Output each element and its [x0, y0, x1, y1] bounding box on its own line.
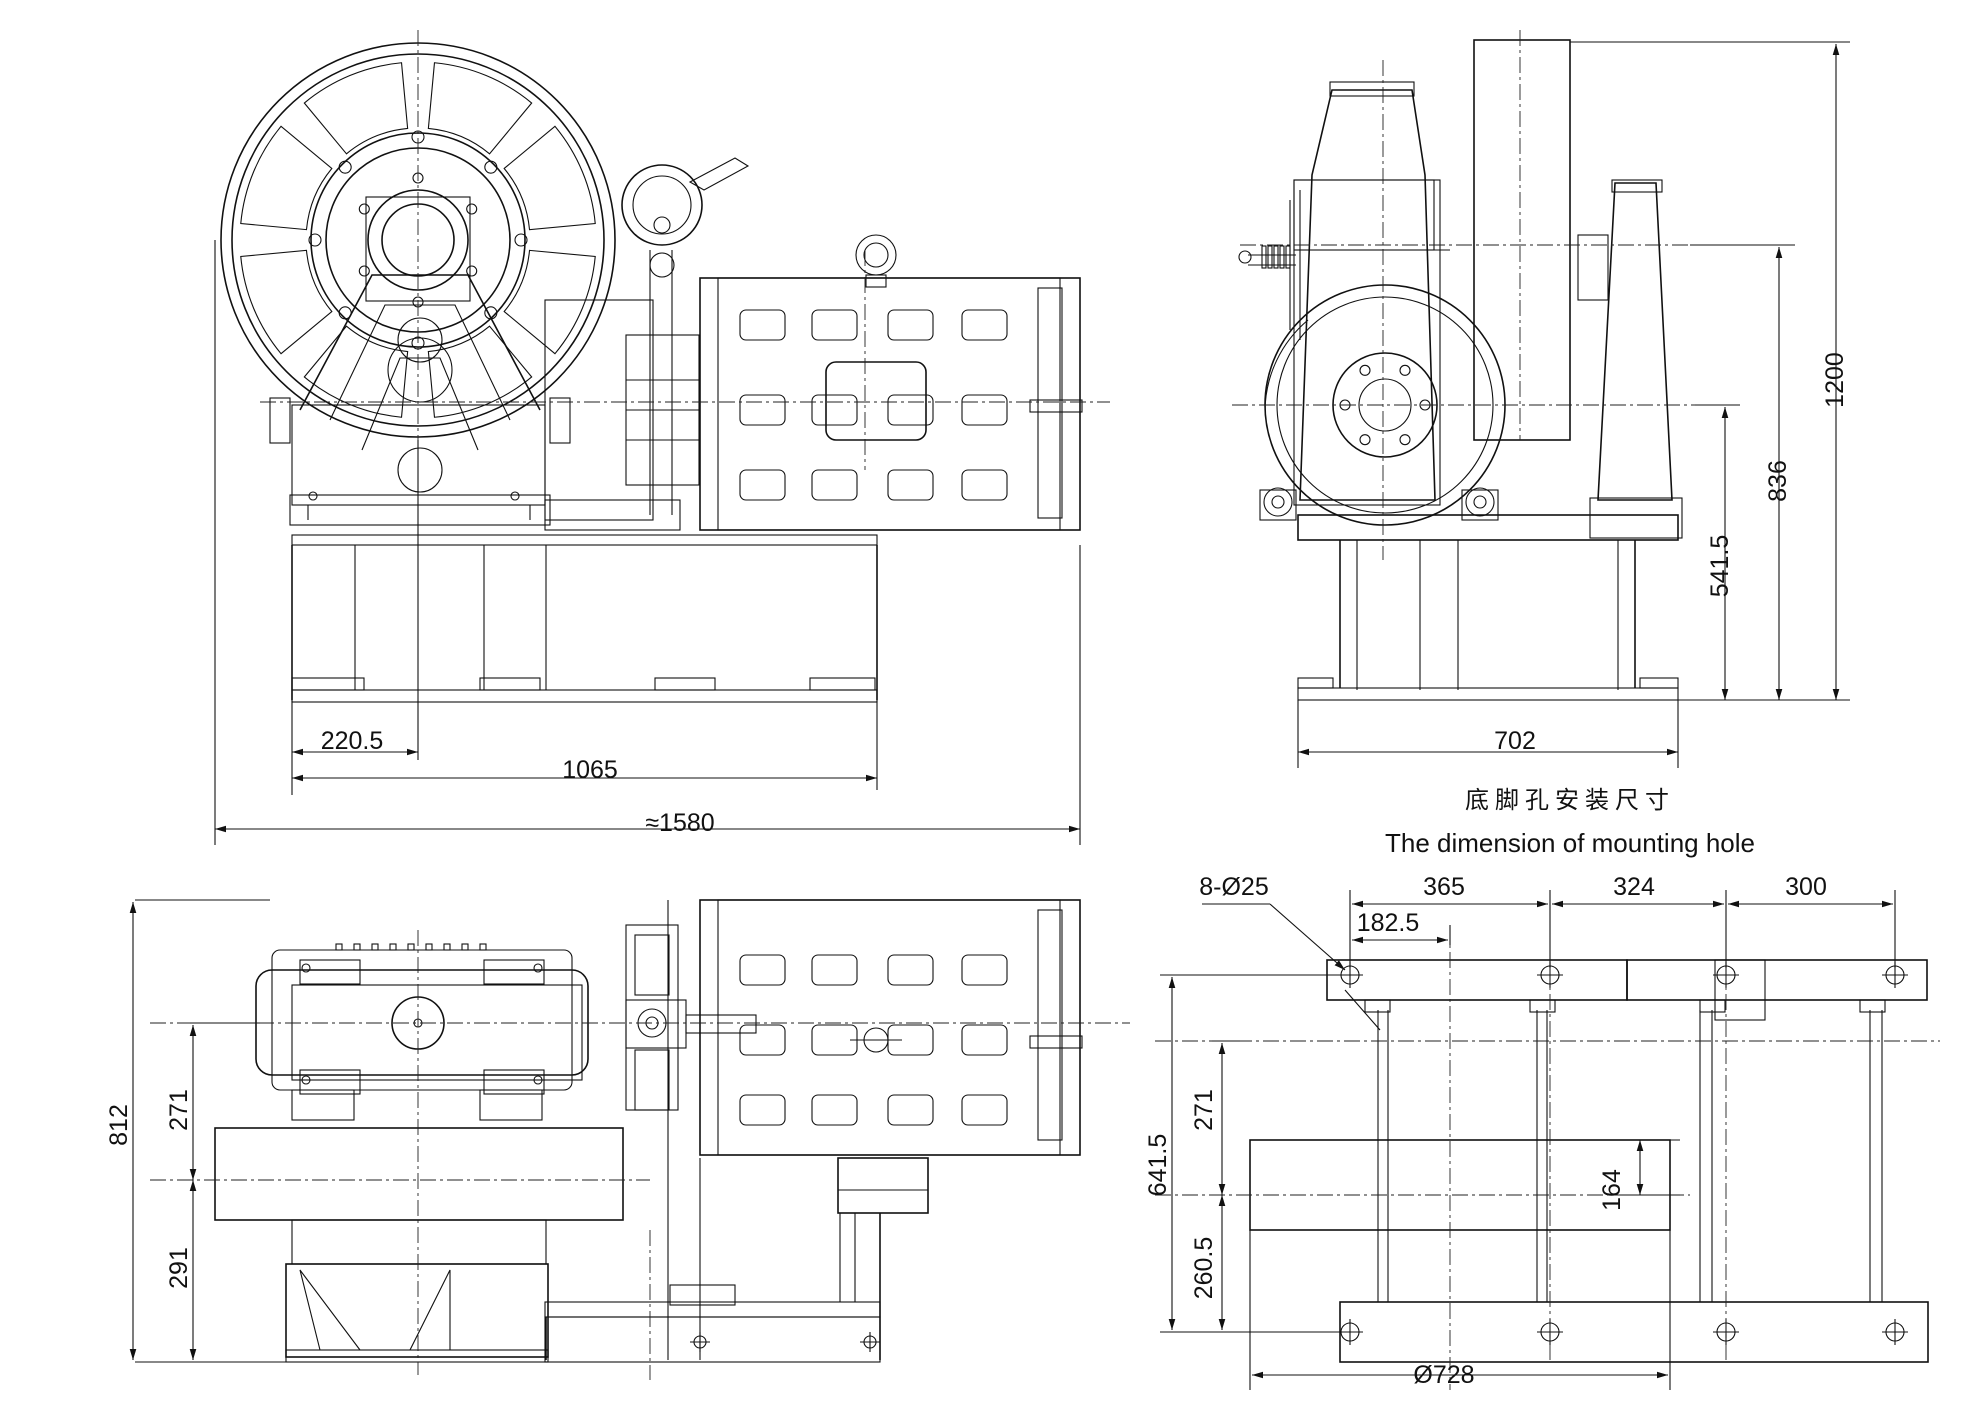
dim-hole-spec: 8-Ø25 — [1199, 873, 1268, 901]
plan-view — [129, 899, 1130, 1380]
dim-271-plan: 271 — [165, 1089, 193, 1131]
caption-english: The dimension of mounting hole — [1385, 828, 1755, 858]
side-view-dimensions: 702 1200 836 541.5 — [1494, 352, 1849, 755]
dim-271-mount: 271 — [1190, 1089, 1218, 1131]
dim-291: 291 — [165, 1247, 193, 1289]
dim-702: 702 — [1494, 727, 1536, 755]
dim-220-5: 220.5 — [321, 727, 384, 755]
mounting-plan-labels: 底脚孔安装尺寸 The dimension of mounting hole 8… — [1144, 787, 1827, 1389]
front-view — [214, 30, 1110, 845]
dim-164: 164 — [1598, 1169, 1626, 1211]
side-view — [1232, 30, 1850, 768]
dim-641-5: 641.5 — [1144, 1134, 1172, 1197]
dim-728: Ø728 — [1413, 1361, 1474, 1389]
dim-300: 300 — [1785, 873, 1827, 901]
dim-324: 324 — [1613, 873, 1655, 901]
mounting-plan — [1155, 890, 1940, 1390]
dim-836: 836 — [1764, 460, 1792, 502]
caption-chinese: 底脚孔安装尺寸 — [1465, 787, 1675, 814]
plan-view-dimensions: 812 271 291 — [105, 1089, 193, 1289]
dim-182-5: 182.5 — [1357, 909, 1420, 937]
dim-260-5: 260.5 — [1190, 1237, 1218, 1300]
dim-1065: 1065 — [562, 756, 618, 784]
dim-1200: 1200 — [1821, 352, 1849, 408]
dim-812: 812 — [105, 1104, 133, 1146]
front-view-dimensions: 220.5 1065 ≈1580 — [321, 727, 715, 837]
dim-1580: ≈1580 — [645, 809, 714, 837]
dim-365: 365 — [1423, 873, 1465, 901]
dim-541-5: 541.5 — [1706, 535, 1734, 598]
